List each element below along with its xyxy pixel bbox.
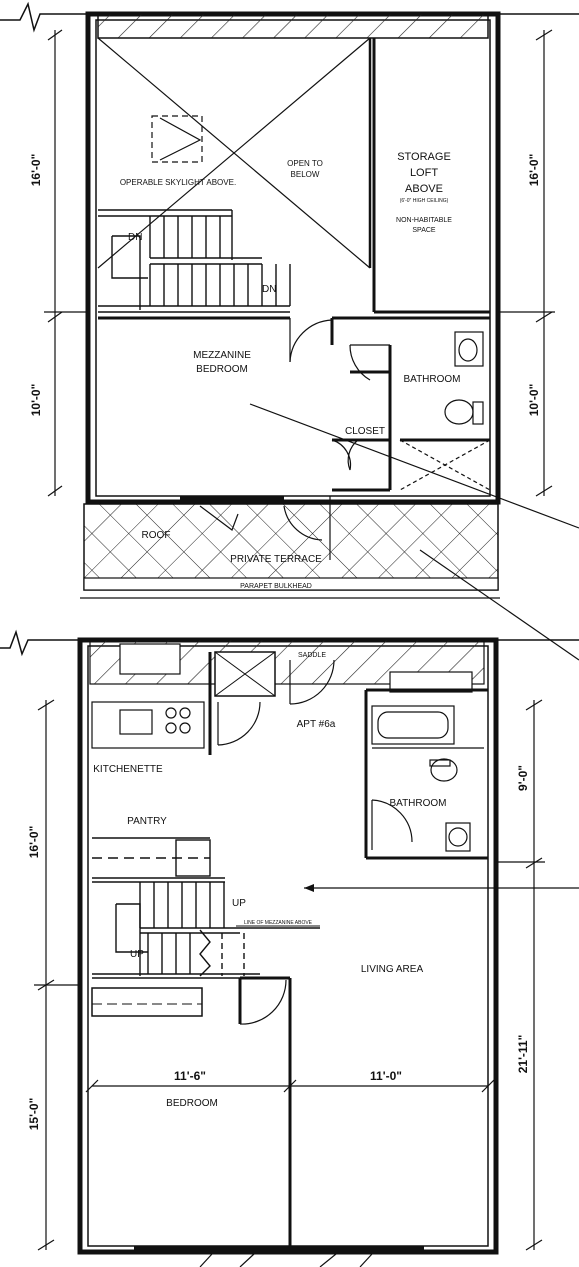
lower-bath-fixtures [371,705,484,852]
upper-window [180,496,284,504]
stair-up-label-upper: UP [232,898,246,909]
lower-stairs [92,837,320,979]
skylight-symbol [151,115,203,163]
private-terrace-area [83,503,499,591]
upper-dimension-lines [44,29,555,497]
non-habitable-label-2: SPACE [412,227,436,234]
upper-dim-right-top: 16'-0" [527,154,541,187]
storage-label-3: ABOVE [405,183,443,195]
upper-top-hatch [97,13,489,39]
lower-dimension-lines [34,699,545,1251]
stair-dn-label-upper: DN [128,232,142,243]
lower-dim-left-bottom: 15'-0" [27,1098,41,1131]
lower-dim-right-bottom: 21'-11" [516,1035,530,1074]
upper-bathroom-label: BATHROOM [403,374,460,385]
lower-dim-width-left: 11'-6" [174,1069,206,1083]
lower-dim-right-top: 9'-0" [516,765,530,791]
open-to-below-area [97,37,372,269]
upper-bath-fixtures [399,331,491,491]
lower-dim-left-top: 16'-0" [27,826,41,859]
roof-label: ROOF [142,530,171,541]
upper-dim-left-top: 16'-0" [29,154,43,187]
upper-dim-right-bottom: 10'-0" [527,384,541,417]
mezzanine-bedroom-label-2: BEDROOM [196,364,248,375]
storage-label-1: STORAGE [397,151,451,163]
kitchenette-counter [91,652,212,755]
upper-stair-treads [149,216,291,306]
storage-ceiling-label: (6'-0" HIGH CEILING) [400,198,449,204]
mezzanine-line-label: LINE OF MEZZANINE ABOVE [244,920,313,926]
lower-stair-treads [139,882,225,974]
lower-bathroom-label: BATHROOM [389,798,446,809]
upper-floor-plan: OPEN TO BELOW OPERABLE SKYLIGHT ABOVE. S… [0,1,579,661]
living-area-label: LIVING AREA [361,964,424,975]
lower-dim-width-right: 11'-0" [370,1069,402,1083]
lower-window [134,1246,424,1254]
storage-label-2: LOFT [410,167,438,179]
lower-outer-wall [77,637,499,1255]
parapet-label: PARAPET BULKHEAD [240,583,312,590]
stair-up-label-lower: UP [130,949,144,960]
upper-dim-left-bottom: 10'-0" [29,384,43,417]
skylight-label: OPERABLE SKYLIGHT ABOVE. [120,178,236,187]
upper-door-swings [289,318,390,471]
mezzanine-bedroom-label-1: MEZZANINE [193,350,251,361]
open-to-below-label-2: BELOW [291,170,320,179]
upper-stairs [98,209,290,313]
stair-dn-label-lower: DN [262,284,276,295]
apt-label: APT #6a [297,719,336,730]
private-terrace-label: PRIVATE TERRACE [230,554,322,565]
saddle-label: SADDLE [298,652,326,659]
lower-floor-plan: SADDLE APT #6a KITCHENETTE PANTRY BATHRO… [0,629,579,1267]
non-habitable-label-1: NON-HABITABLE [396,217,452,224]
kitchenette-label: KITCHENETTE [93,764,163,775]
open-to-below-label: OPEN TO [287,159,323,168]
bedroom-label: BEDROOM [166,1098,218,1109]
closet-label: CLOSET [345,426,385,437]
pantry-label: PANTRY [127,816,167,827]
